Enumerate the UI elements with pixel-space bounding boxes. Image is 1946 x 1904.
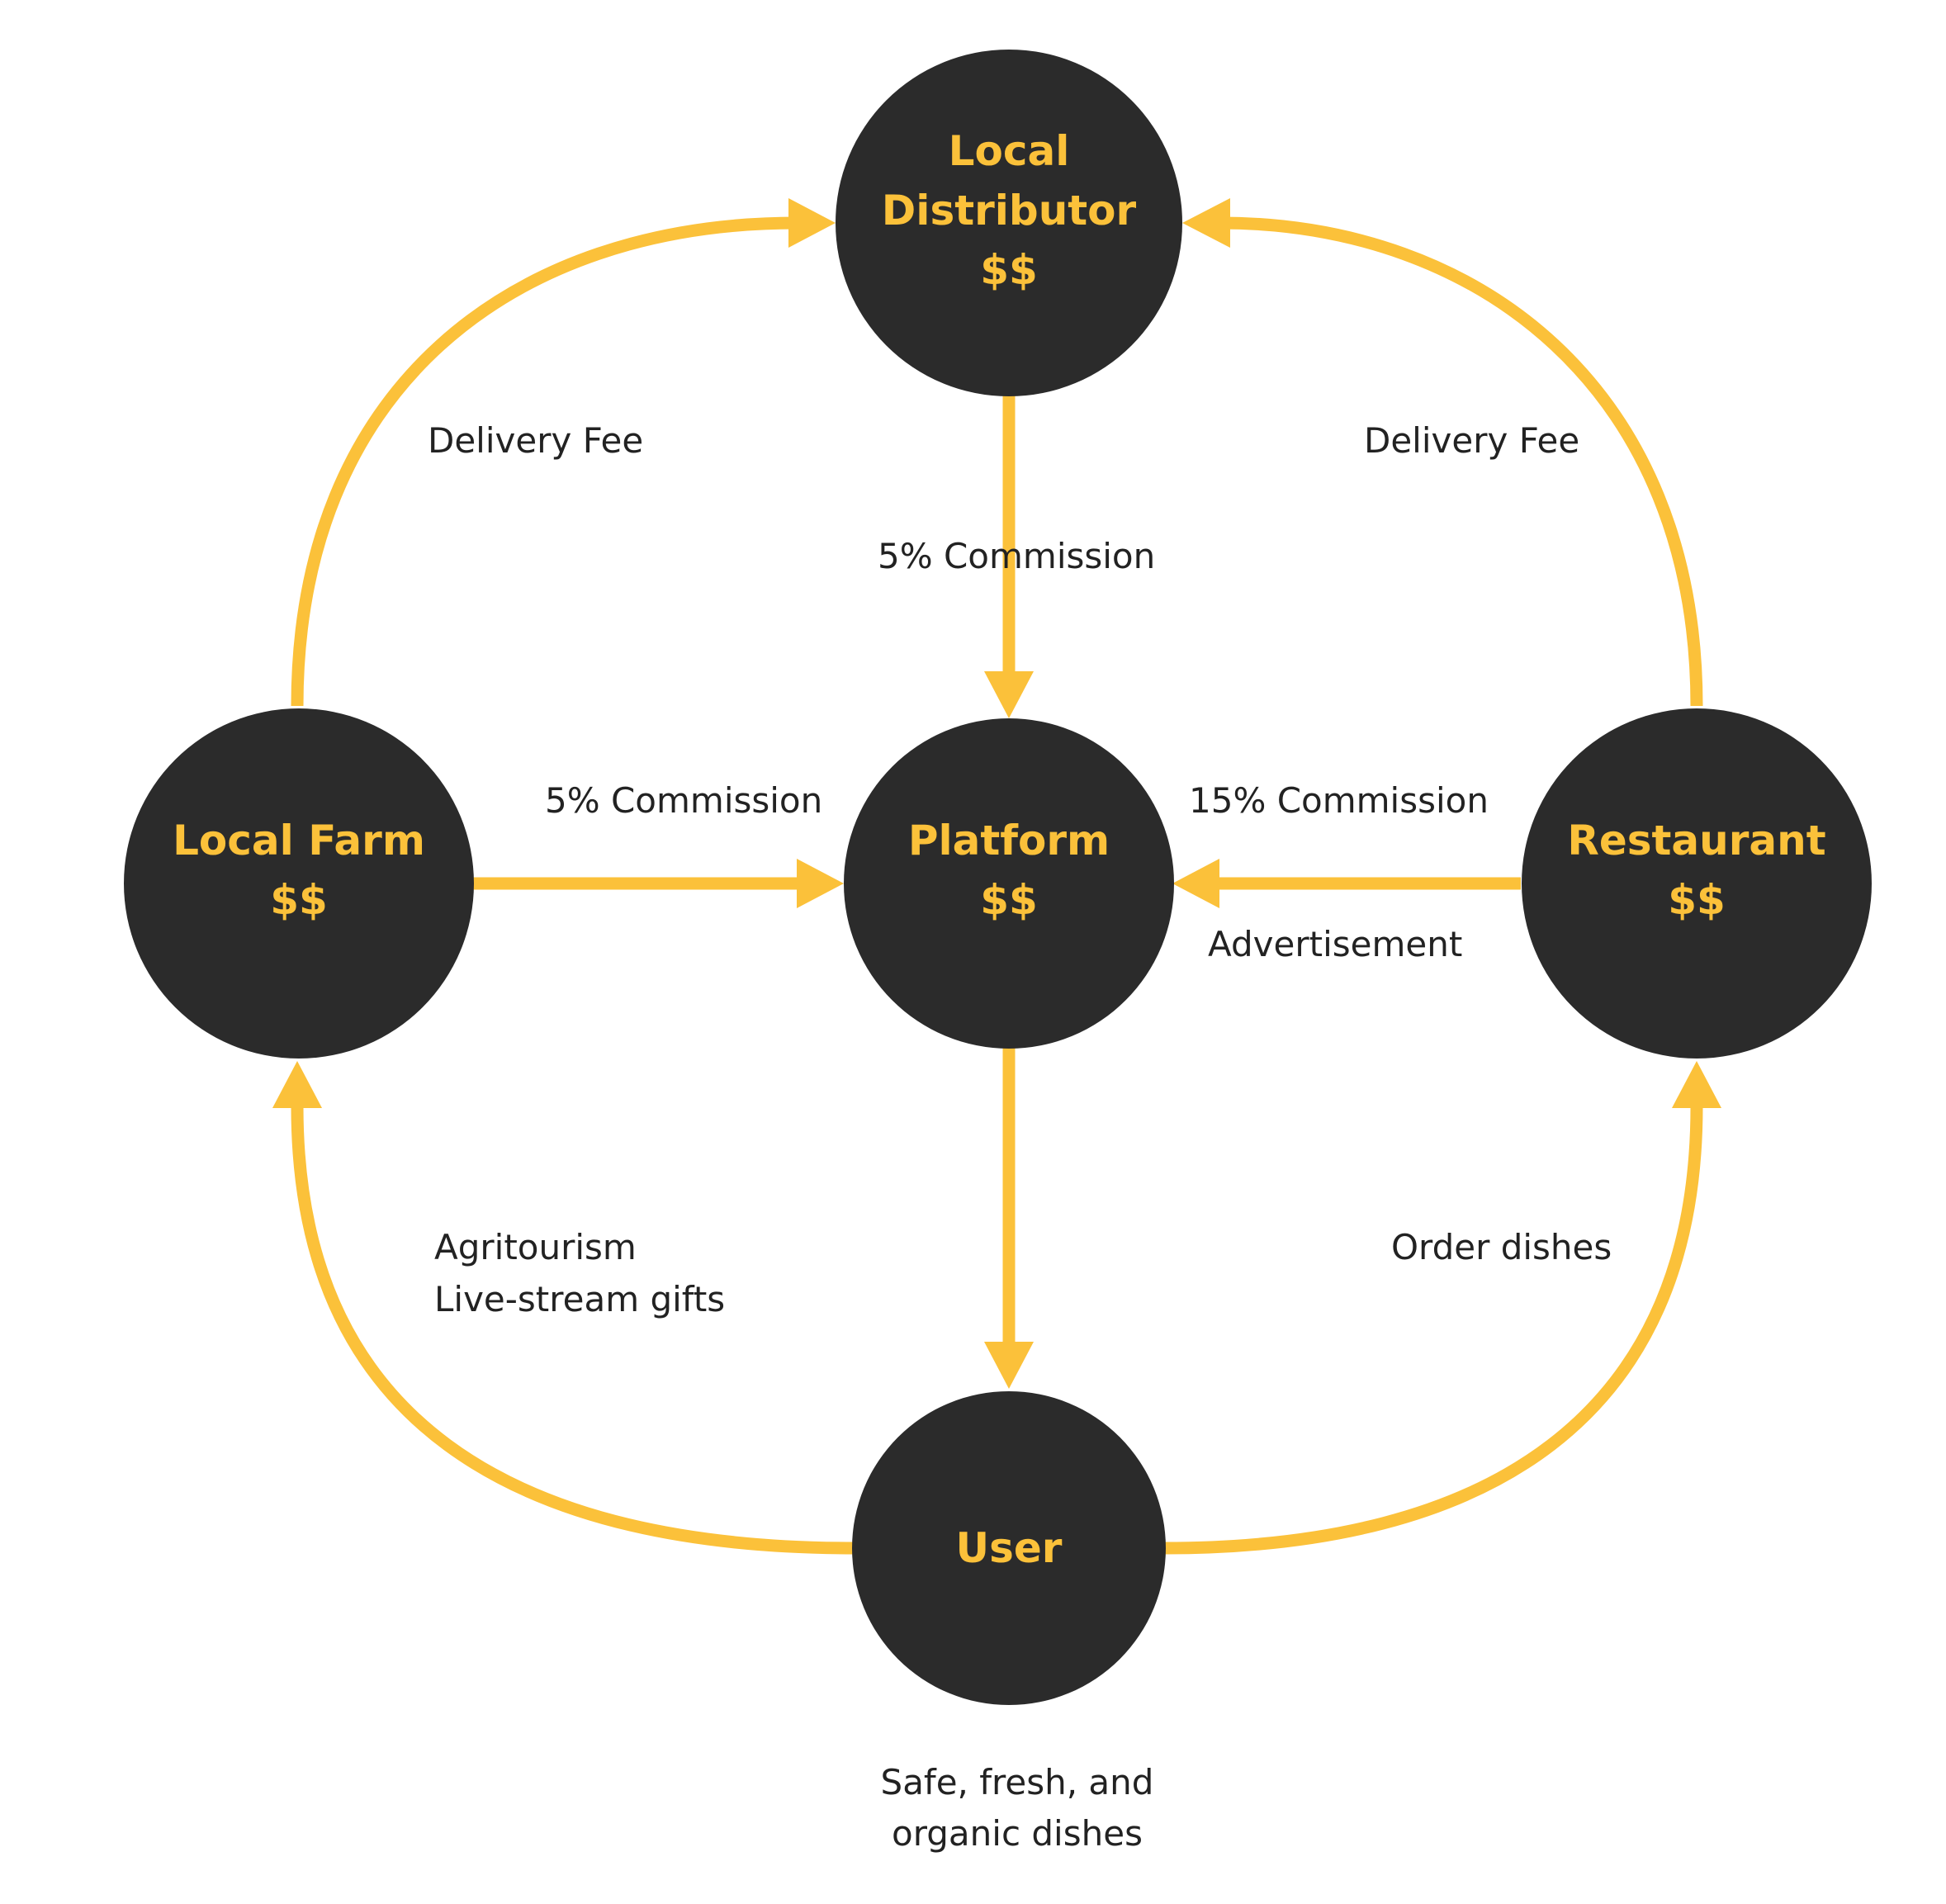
label-restaurant-to-distributor: Delivery Fee	[1364, 420, 1579, 461]
distributor-title-line1: Local	[949, 127, 1070, 175]
node-restaurant: Restaurant $$	[1522, 708, 1872, 1059]
label-platform-to-user-line1: Safe, fresh, and	[881, 1762, 1154, 1802]
label-user-to-farm-line2: Live-stream gifts	[434, 1279, 725, 1319]
farm-title: Local Farm	[173, 817, 425, 864]
label-restaurant-advertisement: Advertisement	[1208, 924, 1462, 964]
platform-price: $$	[980, 876, 1038, 924]
label-distributor-to-platform: 5% Commission	[878, 536, 1155, 576]
node-user: User	[852, 1391, 1166, 1705]
node-platform: Platform $$	[844, 718, 1174, 1049]
distributor-title-line2: Distributor	[882, 187, 1137, 234]
label-user-to-restaurant: Order dishes	[1391, 1227, 1612, 1267]
arrow-restaurant-to-platform	[1172, 859, 1521, 908]
distributor-price: $$	[980, 246, 1038, 294]
restaurant-title: Restaurant	[1567, 817, 1825, 864]
arrow-user-to-restaurant	[1163, 1061, 1721, 1555]
label-farm-to-distributor: Delivery Fee	[428, 420, 643, 461]
platform-title: Platform	[908, 817, 1110, 864]
farm-price: $$	[270, 876, 328, 924]
arrow-platform-to-user	[984, 1047, 1034, 1389]
restaurant-price: $$	[1668, 876, 1726, 924]
arrow-distributor-to-platform	[984, 395, 1034, 718]
arrow-restaurant-to-distributor	[1182, 198, 1703, 707]
arrow-farm-to-distributor	[291, 198, 836, 707]
arrow-user-to-farm	[272, 1061, 855, 1555]
label-farm-to-platform: 5% Commission	[545, 780, 822, 821]
node-local-farm: Local Farm $$	[124, 708, 474, 1059]
node-local-distributor: Local Distributor $$	[836, 50, 1182, 396]
user-title: User	[956, 1524, 1063, 1572]
label-restaurant-to-platform: 15% Commission	[1189, 780, 1489, 821]
label-user-to-farm-line1: Agritourism	[434, 1227, 637, 1267]
arrow-farm-to-platform	[471, 859, 844, 908]
label-platform-to-user-line2: organic dishes	[892, 1813, 1143, 1854]
